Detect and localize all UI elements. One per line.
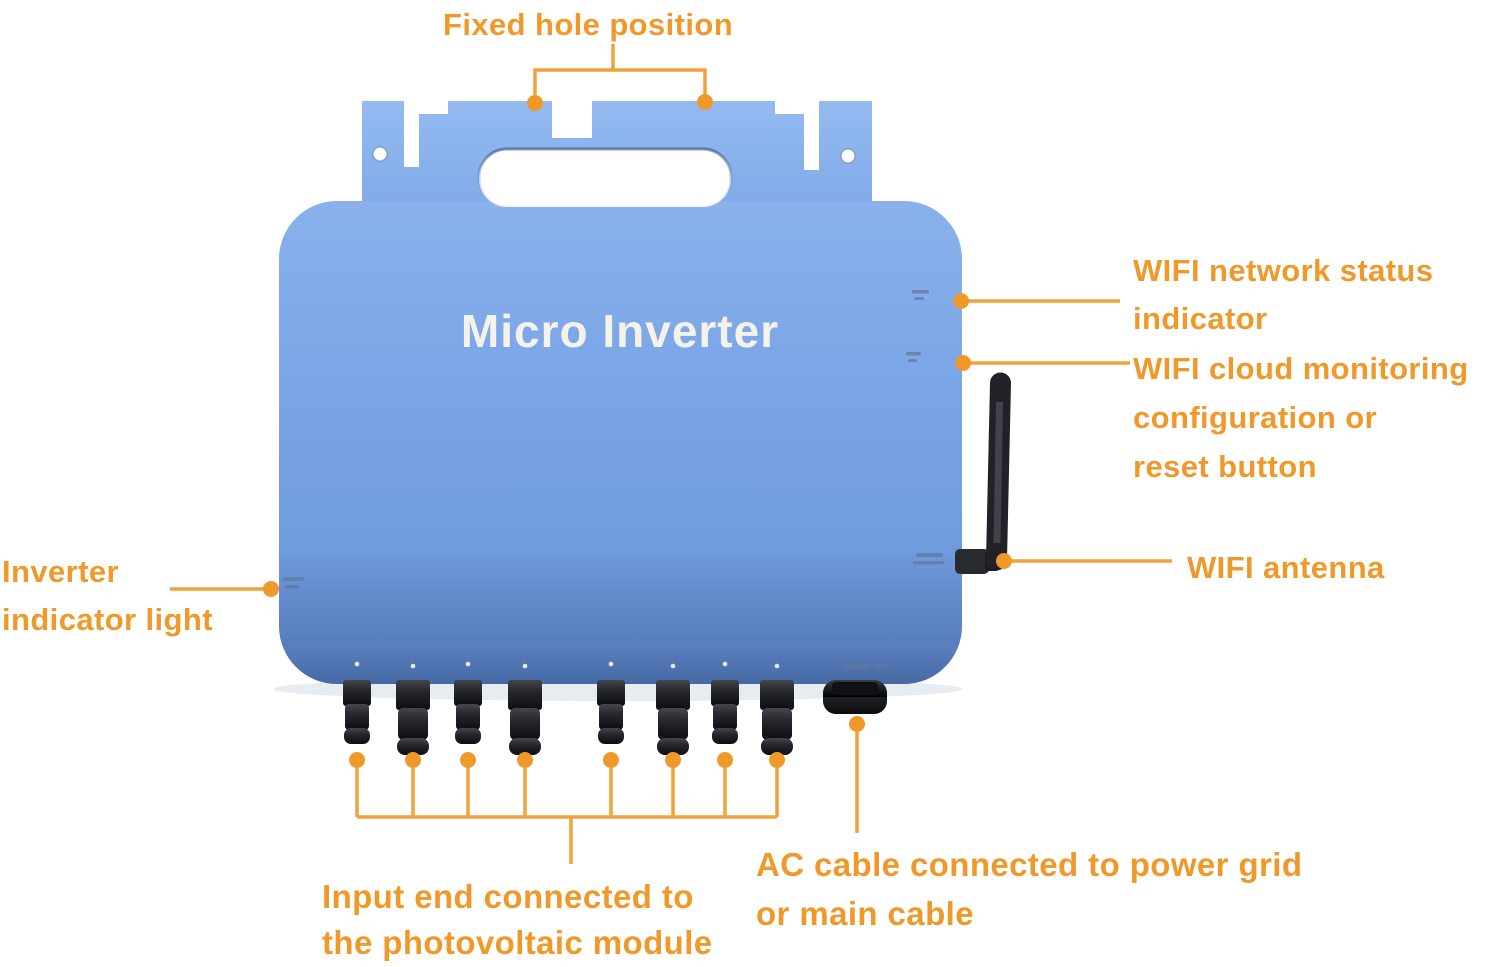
bracket-screw-hole-right	[840, 148, 856, 164]
dot-wifi-antenna	[996, 553, 1012, 569]
wifi-antenna-label-text: WIFI antenna	[1187, 550, 1385, 585]
handle-slot	[477, 147, 733, 209]
wifi-antenna-label: WIFI antenna	[1187, 544, 1385, 592]
ac-cable-line-2: or main cable	[756, 895, 974, 932]
pv-connector	[508, 680, 542, 755]
leader-dots	[263, 94, 1012, 768]
dot-inverter-light	[263, 581, 279, 597]
ac-cable-line-1: AC cable connected to power grid	[756, 846, 1303, 883]
pv-connector	[343, 680, 371, 744]
pv-input-line-2: the photovoltaic module	[322, 924, 713, 961]
inverter-light-line-2: indicator light	[2, 602, 213, 637]
leader-fixed-hole	[533, 44, 707, 102]
wifi-reset-line-3: reset button	[1133, 449, 1317, 484]
dot-wifi-status	[953, 293, 969, 309]
dot-pv-3	[460, 752, 476, 768]
antenna-rod-sheen	[993, 401, 1003, 544]
device-print-marks	[283, 290, 944, 669]
bracket-screw-hole-left	[372, 146, 388, 162]
wifi-status-line-2: indicator	[1133, 301, 1268, 336]
dot-pv-8	[769, 752, 785, 768]
wifi-reset-label: WIFI cloud monitoring configuration or r…	[1133, 344, 1469, 491]
pv-connector	[711, 680, 739, 744]
antenna-base	[955, 549, 989, 574]
pv-connector	[597, 680, 625, 744]
fixed-hole-label-text: Fixed hole position	[443, 7, 734, 42]
wifi-status-line-1: WIFI network status	[1133, 253, 1434, 288]
fixed-hole-label: Fixed hole position	[443, 1, 733, 49]
device-title: Micro Inverter	[461, 305, 779, 357]
dot-pv-7	[717, 752, 733, 768]
dot-fixed-hole-left	[527, 95, 543, 111]
pv-input-label: Input end connected to the photovoltaic …	[322, 874, 713, 966]
dot-wifi-reset	[955, 355, 971, 371]
wifi-status-label: WIFI network status indicator	[1133, 247, 1433, 343]
pv-input-line-1: Input end connected to	[322, 878, 694, 915]
dot-pv-1	[349, 752, 365, 768]
dot-pv-5	[603, 752, 619, 768]
pv-connector	[454, 680, 482, 744]
inverter-light-label: Inverter indicator light	[2, 548, 213, 644]
bottom-edge-specks	[354, 661, 780, 669]
inverter-light-line-1: Inverter	[2, 554, 119, 589]
dot-ac-cable	[849, 716, 865, 732]
device-body-bottom-shading	[279, 545, 962, 684]
dot-pv-2	[405, 752, 421, 768]
pv-connector	[656, 680, 690, 755]
pv-connector	[396, 680, 430, 755]
wifi-reset-line-2: configuration or	[1133, 400, 1378, 435]
wifi-antenna	[955, 372, 1011, 574]
leader-pv-inputs	[355, 762, 779, 864]
dot-pv-6	[665, 752, 681, 768]
dot-fixed-hole-right	[697, 94, 713, 110]
pv-connector	[760, 680, 794, 755]
ac-connector	[823, 680, 887, 714]
wifi-reset-line-1: WIFI cloud monitoring	[1133, 351, 1469, 386]
dot-pv-4	[517, 752, 533, 768]
ac-cable-label: AC cable connected to power grid or main…	[756, 840, 1302, 938]
